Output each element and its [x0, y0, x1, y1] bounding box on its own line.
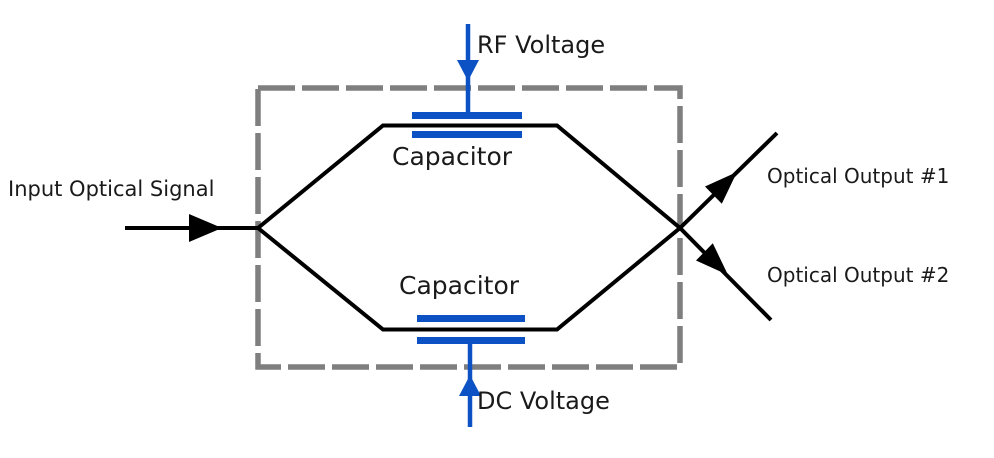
lower-arm-waveguide: [256, 131, 779, 332]
optical-output-2-label: Optical Output #2: [767, 263, 950, 287]
dc-voltage-label: DC Voltage: [477, 387, 610, 415]
upper-capacitor-label: Capacitor: [392, 142, 513, 171]
optical-output-1-label: Optical Output #1: [767, 164, 950, 188]
input-signal-label: Input Optical Signal: [8, 177, 215, 201]
rf-voltage-label: RF Voltage: [477, 31, 606, 59]
dc-arrow-icon: [459, 375, 481, 396]
modulator-boundary-box: [255, 85, 683, 370]
input-arrow-icon: [189, 214, 222, 242]
output1-arrow-icon: [705, 172, 737, 204]
rf-arrow-icon: [457, 60, 479, 81]
output2-arrow-icon: [696, 243, 728, 275]
lower-capacitor-label: Capacitor: [399, 271, 520, 300]
